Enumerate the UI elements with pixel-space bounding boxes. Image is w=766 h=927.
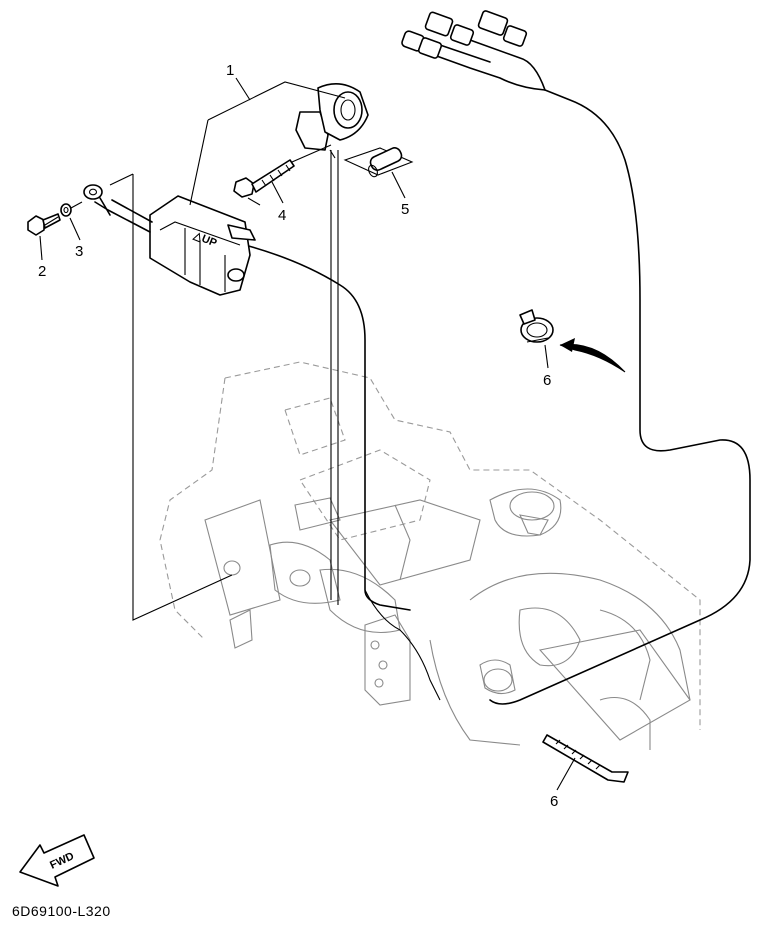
assembly-guide-lines [44, 81, 346, 621]
callout-1: 1 [226, 62, 234, 79]
callout-4: 4 [278, 207, 286, 224]
wire-harness [244, 39, 751, 705]
harness-connectors [401, 10, 528, 59]
cable-tie-part-6 [542, 734, 629, 783]
trim-sensor-assembly: △UP [83, 184, 256, 296]
bracket-assembly-ghost [159, 361, 701, 750]
bolt-part-2 [27, 213, 61, 236]
fwd-arrow: FWD [19, 834, 95, 887]
drawing-code: 6D69100-L320 [12, 903, 111, 919]
hose-clamp-part-6 [519, 309, 554, 343]
callout-6-lower: 6 [550, 793, 558, 810]
bolt-part-4 [233, 159, 295, 198]
callout-3: 3 [75, 243, 83, 260]
direction-arrow [559, 338, 626, 373]
callout-6-upper: 6 [543, 372, 551, 389]
callout-5: 5 [401, 201, 409, 218]
sensor-cable-clamp [295, 83, 369, 159]
callout-leaders [39, 77, 576, 791]
callout-2: 2 [38, 263, 46, 280]
collar-part-5 [343, 147, 414, 178]
washer-part-3 [60, 203, 72, 217]
